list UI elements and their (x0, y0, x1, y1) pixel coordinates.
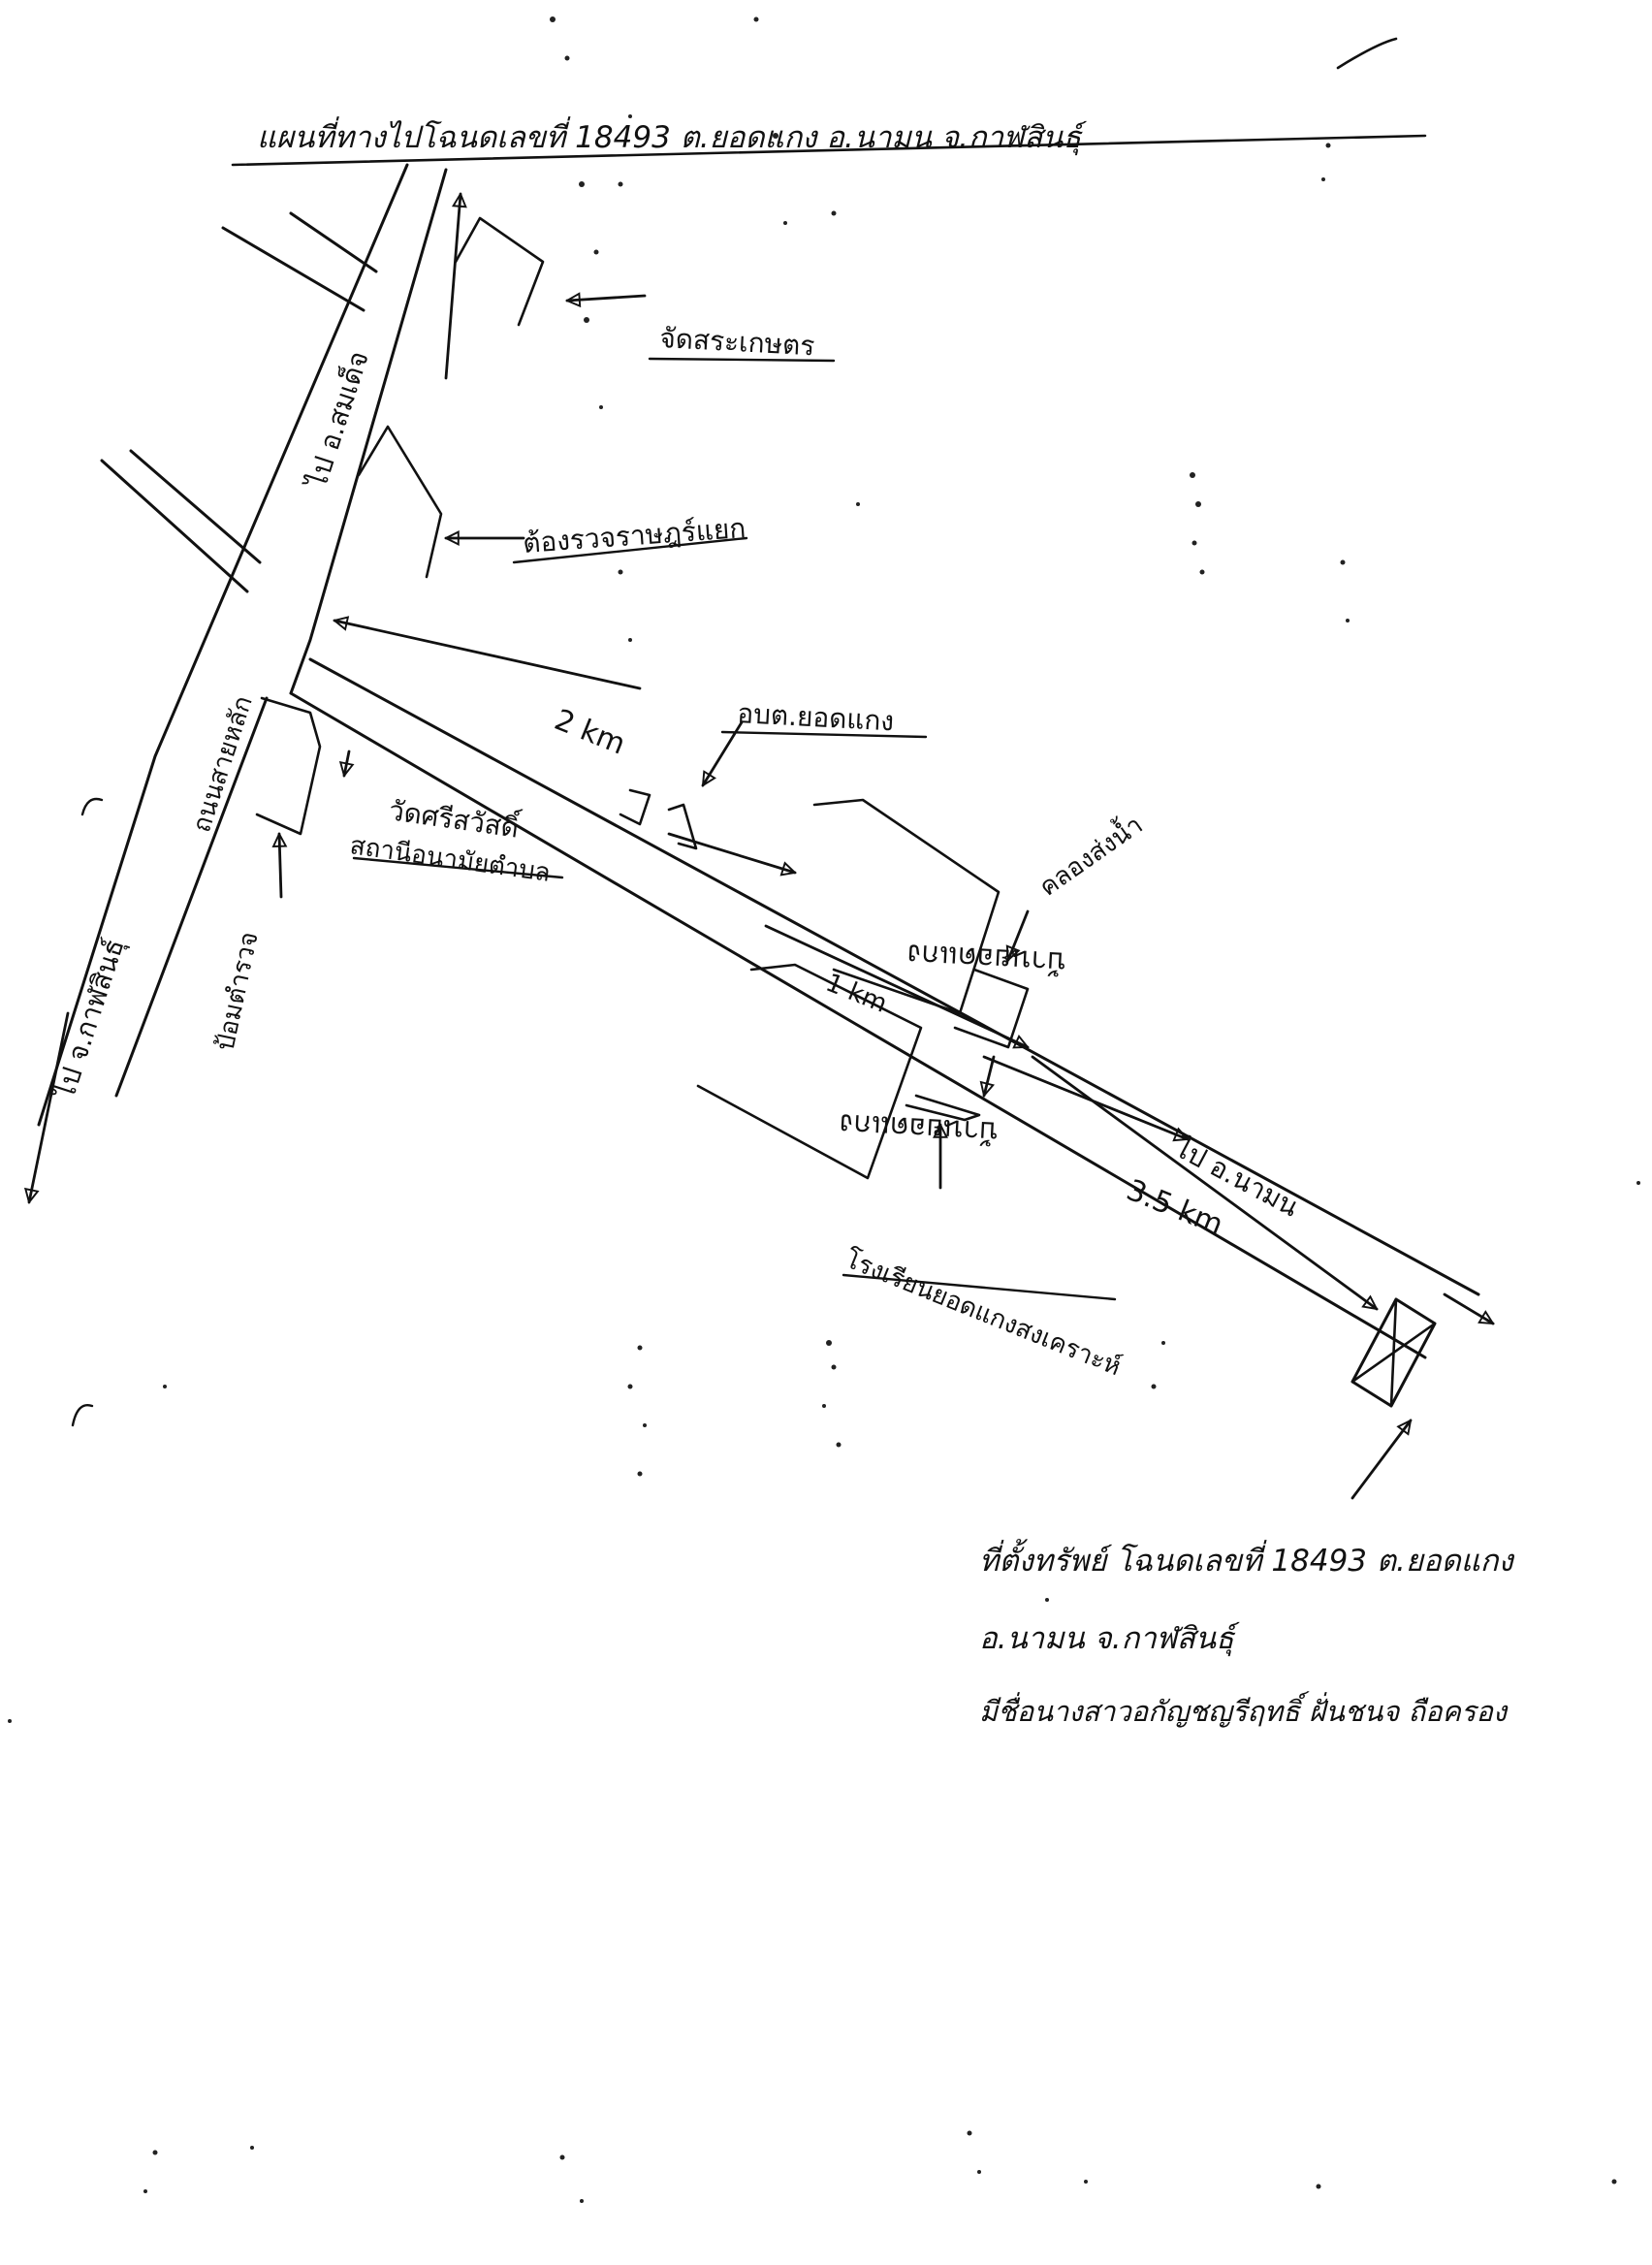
arrow-icon (29, 194, 1493, 1500)
map-title: แผนที่ทางไปโฉนดเลขที่ 18493 ต.ยอดแกง อ.น… (257, 116, 1087, 156)
label-to-somdet: ไป อ.สมเด็จ (300, 347, 375, 494)
road-side-top (100, 211, 378, 593)
label-field-canal: คลองส่งน้ำ (1032, 807, 1148, 903)
title-flourish (1336, 37, 1398, 70)
note-line-3: มีชื่อนางสาวอกัญชญรีฤทธิ์ ฝั่นชนจ ถือครอ… (979, 1691, 1509, 1728)
village-north-box (812, 798, 1001, 1015)
temple-box (255, 696, 322, 836)
village-south-box (696, 963, 923, 1180)
label-police-box: ป้อมตำรวจ (211, 929, 265, 1053)
note-line-1: ที่ตั้งทรัพย์ โฉนดเลขที่ 18493 ต.ยอดแกง (979, 1539, 1515, 1579)
label-market: ต้องรวจราษฎร์แยก (522, 512, 747, 559)
label-school: โรงเรียนยอดแกงสงเคราะห์ (841, 1244, 1125, 1383)
agri-office-box (454, 216, 545, 327)
label-dist-3-5km: 3.5 km (1122, 1173, 1227, 1242)
note-line-2: อ.นามน จ.กาฬสินธุ์ (979, 1621, 1240, 1657)
crossed-box-icon (1350, 1297, 1437, 1408)
underline-market (512, 536, 748, 564)
underline-yotkaeng-office (720, 730, 928, 739)
label-agri-office: จัดสระเกษตร (659, 322, 815, 362)
stray-mark-1 (80, 797, 104, 816)
scan-specks (8, 16, 1640, 2203)
underline-agri-office (648, 357, 836, 363)
label-yotkaeng-office: อบต.ยอดแกง (737, 697, 895, 737)
label-village-north: บ้านยอดแกง (906, 937, 1066, 979)
police-box (953, 968, 1030, 1049)
underline-temple (352, 856, 564, 879)
label-dist-2km: 2 km (550, 703, 630, 762)
school-box (905, 1094, 981, 1122)
underline-school (842, 1273, 1117, 1301)
label-village-south: บ้านยอดแกง (839, 1106, 999, 1149)
label-temple: วัดศรีสวัสดิ์ (387, 790, 524, 845)
market-box (357, 425, 443, 579)
stray-mark-2 (71, 1404, 94, 1427)
road-north-south (37, 163, 448, 1127)
road-diagonal (289, 657, 1480, 1359)
title-underline (231, 134, 1427, 167)
field-canal-marks (619, 788, 698, 850)
